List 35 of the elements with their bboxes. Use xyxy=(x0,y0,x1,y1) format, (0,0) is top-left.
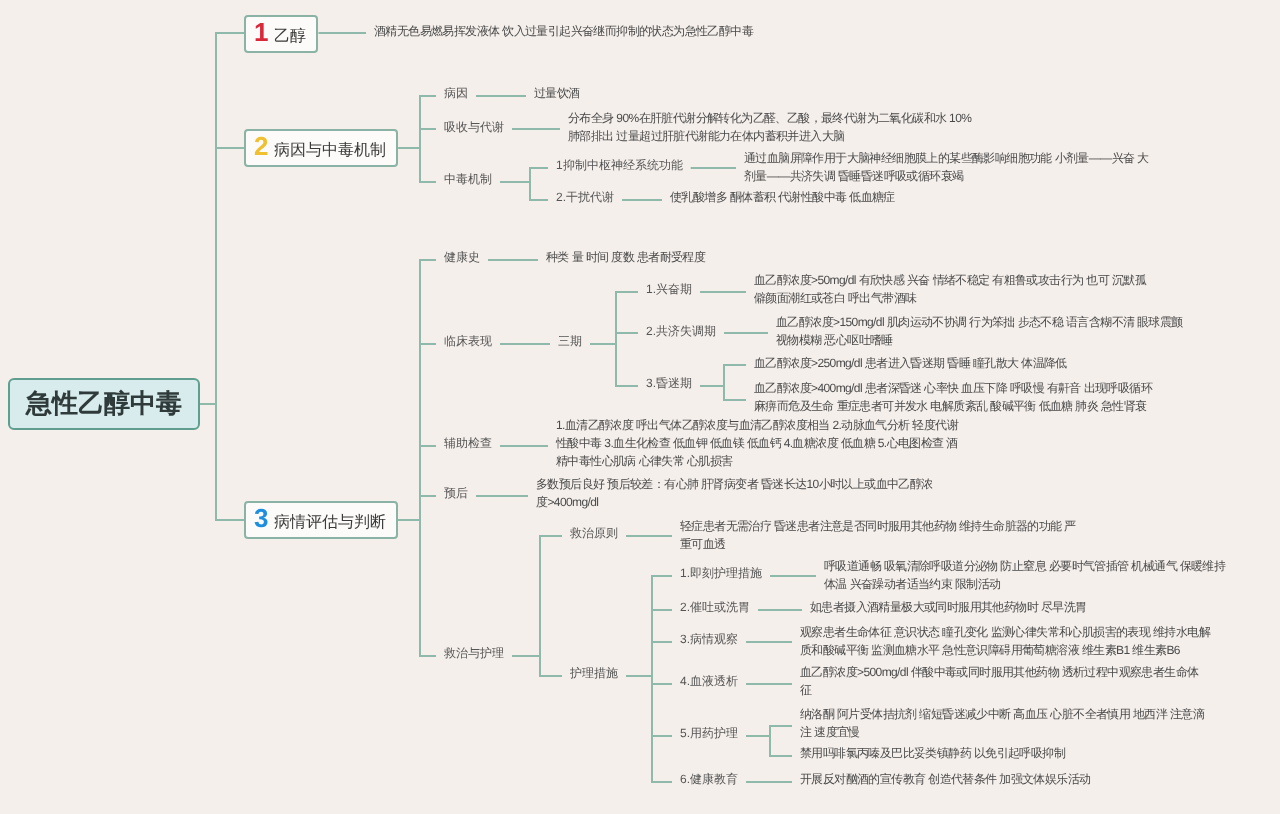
topic-box xyxy=(244,501,399,539)
connector-line xyxy=(723,332,769,334)
connector-line xyxy=(699,291,747,293)
topic-box xyxy=(244,14,319,52)
connector-line xyxy=(745,781,793,783)
connector-line xyxy=(621,199,663,201)
connector-line xyxy=(511,655,563,677)
connector-line xyxy=(499,181,549,201)
connector-line xyxy=(511,128,561,130)
connector-line xyxy=(745,683,793,685)
connector-line xyxy=(499,343,551,345)
connector-line xyxy=(757,609,803,611)
connector-line xyxy=(397,147,437,183)
connector-line xyxy=(397,519,437,657)
connector-line xyxy=(745,641,793,643)
topic-box xyxy=(244,129,399,167)
connector-line xyxy=(689,167,737,169)
topic-title: 乙醇 xyxy=(274,26,307,44)
connector-line xyxy=(625,535,673,537)
connector-line xyxy=(769,575,817,577)
central-topic-box: 急性乙醇中毒 xyxy=(8,378,200,430)
section-number: 3 xyxy=(254,503,269,533)
connector-line xyxy=(475,95,527,97)
topic-title: 病因与中毒机制 xyxy=(274,141,387,159)
section-number: 2 xyxy=(254,131,269,161)
connector-line xyxy=(745,735,793,757)
connector-line xyxy=(499,445,549,447)
topic-title: 病情评估与判断 xyxy=(274,513,387,531)
connector-line xyxy=(317,32,367,34)
section-number: 1 xyxy=(254,16,269,46)
connector-line xyxy=(699,385,747,401)
connector-line xyxy=(475,495,529,497)
connector-line xyxy=(199,403,245,521)
connector-line xyxy=(487,259,539,261)
connector-line xyxy=(589,343,639,387)
